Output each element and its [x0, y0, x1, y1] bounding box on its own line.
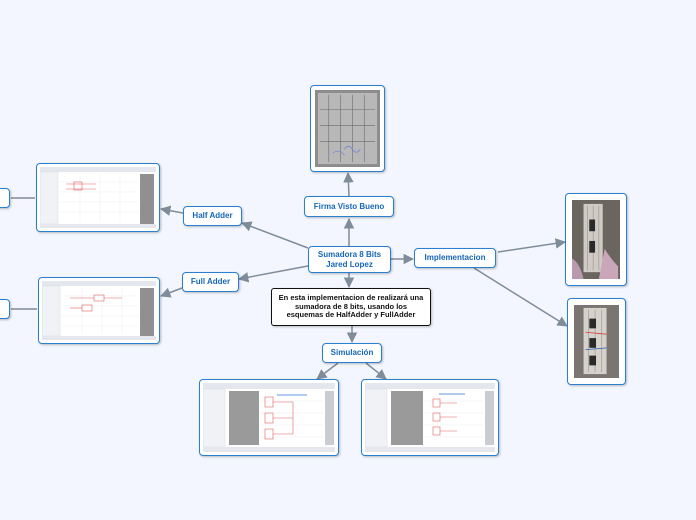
signed-paper-photo-image [315, 90, 380, 167]
breadboard-photo-image-1 [572, 200, 620, 279]
breadboard-photo-card-1[interactable] [565, 193, 627, 286]
half-adder-schematic-image [40, 167, 156, 228]
link-impl-photo1 [497, 238, 567, 253]
full-adder-label: Full Adder [190, 277, 231, 287]
simulation-screenshot-card-1[interactable] [199, 379, 339, 456]
link-sim-screenshot1 [316, 362, 339, 380]
half-adder-screenshot-card[interactable] [36, 163, 160, 232]
signed-paper-photo-card[interactable] [310, 85, 385, 172]
breadboard-photo-image-2 [574, 305, 619, 378]
breadboard-photo-card-2[interactable] [567, 298, 626, 385]
link-sim-screenshot2 [365, 362, 387, 380]
link-central-halfadder [241, 221, 309, 249]
firma-visto-bueno-label: Firma Visto Bueno [313, 201, 385, 211]
simulation-waveform-image-1 [203, 383, 335, 452]
full-adder-offscreen-node[interactable] [0, 299, 10, 319]
description-node[interactable]: En esta implementacion de realizará una … [271, 288, 431, 326]
full-adder-node[interactable]: Full Adder [182, 272, 239, 292]
simulation-screenshot-card-2[interactable] [361, 379, 499, 456]
simulation-waveform-image-2 [365, 383, 495, 452]
firma-visto-bueno-node[interactable]: Firma Visto Bueno [304, 196, 394, 217]
link-central-fulladder [237, 265, 309, 283]
central-topic-line1: Sumadora 8 Bits [317, 250, 382, 260]
half-adder-label: Half Adder [192, 211, 233, 221]
half-adder-node[interactable]: Half Adder [183, 206, 242, 226]
link-halfadder-screenshot [159, 205, 184, 216]
implementacion-node[interactable]: Implementacion [414, 248, 496, 268]
link-impl-photo2 [473, 267, 568, 327]
link-fulladder-screenshot [160, 287, 183, 298]
half-adder-offscreen-node[interactable] [0, 188, 10, 208]
central-topic-node[interactable]: Sumadora 8 Bits Jared Lopez [308, 246, 391, 273]
description-text: En esta implementacion de realizará una … [278, 293, 424, 320]
link-firma-photo [343, 171, 354, 197]
implementacion-label: Implementacion [424, 253, 486, 263]
central-topic-line2: Jared Lopez [326, 259, 373, 269]
simulacion-node[interactable]: Simulación [322, 343, 382, 363]
full-adder-schematic-image [42, 281, 156, 340]
simulacion-label: Simulación [330, 348, 374, 358]
full-adder-screenshot-card[interactable] [38, 277, 160, 344]
